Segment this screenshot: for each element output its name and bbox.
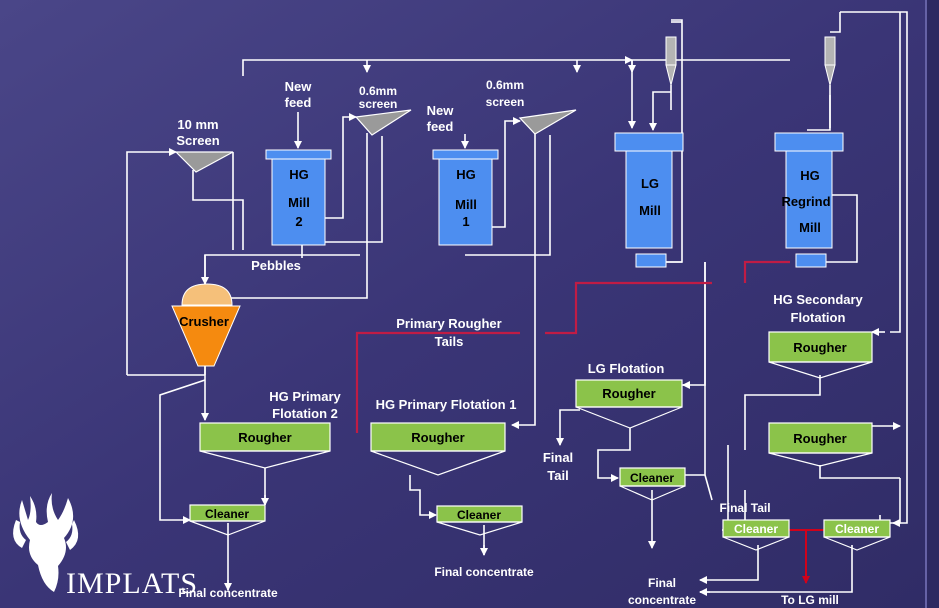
screen-06-right-label-1: 0.6mm xyxy=(486,78,524,92)
hg-mill-2-body xyxy=(271,158,326,246)
screen-10mm-label-2: Screen xyxy=(176,133,219,148)
tails-lines xyxy=(355,260,790,433)
rougher-hg-primary-2 xyxy=(199,422,331,452)
new-feed-right-label-2: feed xyxy=(427,119,454,134)
labels: 10 mm Screen New feed 0.6mm screen New f… xyxy=(176,78,879,607)
hg-primary-flotation-2-label-2: Flotation 2 xyxy=(272,406,338,421)
mills xyxy=(265,132,844,268)
hg-regrind-body xyxy=(785,150,833,249)
hg-mill-2-label-1: HG xyxy=(289,167,309,182)
lg-mill-body xyxy=(625,150,673,249)
final-concentrate-right-label-2: concentrate xyxy=(628,593,696,607)
crusher xyxy=(171,283,241,367)
cleaner-label-sec-left: Cleaner xyxy=(734,522,778,536)
hg-mill-1-label-1: HG xyxy=(456,167,476,182)
hg-primary-flotation-1-label: HG Primary Flotation 1 xyxy=(376,397,517,412)
antelope-icon xyxy=(13,493,79,592)
hg-regrind-label-1: HG xyxy=(800,168,820,183)
screens xyxy=(174,109,577,173)
final-tail-left-label-1: Final xyxy=(543,450,573,465)
rougher-label-hg1: Rougher xyxy=(411,430,464,445)
right-border xyxy=(925,0,939,608)
final-tail-left-label-2: Tail xyxy=(547,468,568,483)
flotation-cells xyxy=(189,331,891,551)
new-feed-left-label-2: feed xyxy=(285,95,312,110)
screen-10mm-label-1: 10 mm xyxy=(177,117,218,132)
cyclone-lg xyxy=(665,36,677,66)
screen-06mm-right xyxy=(518,109,577,135)
right-border-line xyxy=(925,0,927,608)
hg-regrind-cap xyxy=(774,132,844,152)
cleaner-label-hg1: Cleaner xyxy=(457,508,501,522)
screen-06-right-label-2: screen xyxy=(486,95,525,109)
hg-secondary-flotation-label-2: Flotation xyxy=(791,310,846,325)
screen-06mm-left xyxy=(354,109,412,136)
new-feed-right-label-1: New xyxy=(427,103,455,118)
cyclones xyxy=(665,36,836,86)
hg-mill-2-label-2: Mill xyxy=(288,195,310,210)
hg-primary-flotation-2-label-1: HG Primary xyxy=(269,389,341,404)
hg-regrind-label-3: Mill xyxy=(799,220,821,235)
rougher-label-hg2: Rougher xyxy=(238,430,291,445)
rougher-label-sec2: Rougher xyxy=(793,431,846,446)
cleaner-label-hg2: Cleaner xyxy=(205,507,249,521)
screen-10mm xyxy=(174,151,234,173)
lg-mill-cap xyxy=(614,132,684,152)
flow-lines xyxy=(126,11,908,596)
rougher-label-lg: Rougher xyxy=(602,386,655,401)
screen-06-left-label-2: screen xyxy=(359,97,398,111)
to-lg-mill-line xyxy=(788,529,824,584)
final-concentrate-mid-label: Final concentrate xyxy=(434,565,534,579)
implats-logo: IMPLATS xyxy=(13,493,198,600)
hg-regrind-label-2: Regrind xyxy=(781,194,830,209)
hg-mill-1-label-3: 1 xyxy=(462,214,469,229)
pebbles-label: Pebbles xyxy=(251,258,301,273)
lg-mill-label-1: LG xyxy=(641,176,659,191)
cleaner-label-sec-right: Cleaner xyxy=(835,522,879,536)
screen-06-left-label-1: 0.6mm xyxy=(359,84,397,98)
new-feed-left-label-1: New xyxy=(285,79,313,94)
final-tail-right-label: Final Tail xyxy=(719,501,770,515)
hg-mill-1-cap xyxy=(432,149,499,160)
crusher-cone xyxy=(171,305,241,367)
hg-mill-2-cap xyxy=(265,149,332,160)
brand-text: IMPLATS xyxy=(66,567,198,600)
cleaner-label-lg: Cleaner xyxy=(630,471,674,485)
hg-secondary-flotation-label-1: HG Secondary xyxy=(773,292,863,307)
crusher-label: Crusher xyxy=(179,314,229,329)
lg-mill-label-2: Mill xyxy=(639,203,661,218)
primary-rougher-tails-label-1: Primary Rougher xyxy=(396,316,501,331)
final-concentrate-right-label-1: Final xyxy=(648,576,676,590)
primary-rougher-tails-label-2: Tails xyxy=(435,334,464,349)
cyclone-hg xyxy=(824,36,836,66)
lg-flotation-label: LG Flotation xyxy=(588,361,665,376)
hg-regrind-base xyxy=(795,253,827,268)
lg-mill-base xyxy=(635,253,667,268)
to-lg-mill-label: To LG mill xyxy=(781,593,839,607)
crusher-top xyxy=(181,283,233,306)
rougher-hg-secondary-2 xyxy=(768,422,873,454)
hg-mill-1-body xyxy=(438,158,493,246)
rougher-lg xyxy=(575,379,683,408)
rougher-label-sec1: Rougher xyxy=(793,340,846,355)
final-concentrate-left-label: Final concentrate xyxy=(178,586,278,600)
hg-mill-1-label-2: Mill xyxy=(455,197,477,212)
hg-mill-2-label-3: 2 xyxy=(295,214,302,229)
